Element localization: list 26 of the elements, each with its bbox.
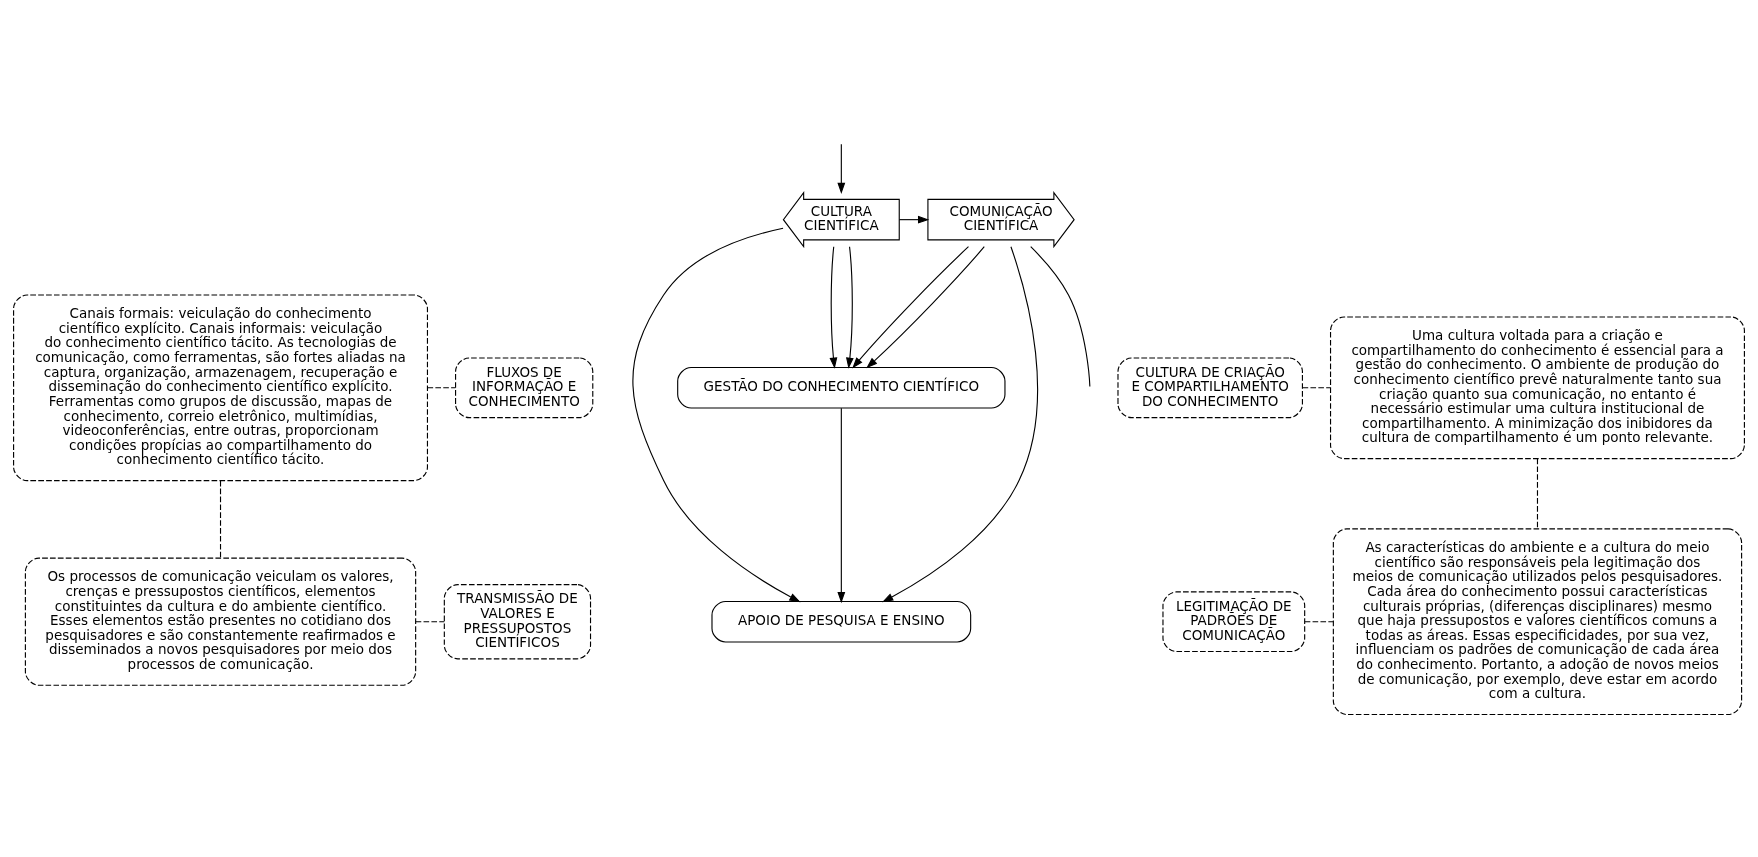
connector (1302, 386, 1331, 388)
node-box: APOIO DE PESQUISA E ENSINO (711, 600, 972, 642)
node-box: Os processos de comunicação veiculam os valores, crenças e pressupostos científicos, elementos constituintes da cultura e do ambiente científico. Esses elementos estão presentes no cotidiano dos pesquisadores e são constantemente reafirmados e disseminados a novos pesquisadores por meio dos processos de comunicação. (24, 557, 417, 686)
node-box: TRANSMISSÃO DE VALORES E PRESSUPOSTOS CIENTÍFICOS (443, 583, 592, 659)
arrow (866, 245, 985, 368)
node-box: GESTÃO DO CONHECIMENTO CIENTÍFICO (677, 366, 1006, 409)
node-box: As características do ambiente e a cultura do meio científico são responsáveis pela legitimação dos meios de comunicação utilizados pelos pesquisadores. Cada área do conhecimento possui características culturais próprias, (diferenças disciplinares) mesmo que haja pressupostos e valores científicos comuns a todas as áreas. Essas especificidades, por sua vez, influenciam os padrões de comunicação de cada área do conhecimento. Portanto, a adoção de novos meios de comunicação, por exemplo, deve estar em acordo com a cultura. (1332, 527, 1743, 715)
connector (426, 386, 456, 388)
node-box: LEGITIMAÇÃO DE PADRÕES DE COMUNICAÇÃO (1162, 590, 1306, 652)
arrow (829, 245, 838, 369)
node-box: Canais formais: veiculação do conhecimento científico explícito. Canais informais: veiculação do conhecimento científico tácito. As tecnologias de comunicação, como ferramentas, são fortes aliadas na captura, organização, armazenagem, recuperação e disseminação do conhecimento científico explícito. Ferramentas como grupos de discussão, mapas de conhecimento, correio eletrônico, multimídias, videoconferências, entre outras, proporcionam condições propícias ao compartilhamento do conhecimento científico tácito. (13, 293, 428, 481)
arrow (837, 407, 846, 603)
arrow (837, 143, 846, 194)
arrow (846, 245, 854, 369)
node-box: CULTURA DE CRIAÇÃO E COMPARTILHAMENTO DO CONHECIMENTO (1117, 356, 1303, 418)
node-box: Uma cultura voltada para a criação e compartilhamento do conhecimento é essencial para a gestão do conhecimento. O ambiente de produção do conhecimento científico prevê naturalmente tanto sua criação quanto sua comunicação, no entanto é necessário estimular uma cultura institucional de compartilhamento. A minimização dos inibidores da cultura de compartilhamento é um ponto relevante. (1330, 315, 1745, 459)
connector (415, 620, 445, 622)
arrow (898, 215, 930, 224)
arrow (632, 227, 801, 602)
connector (219, 479, 222, 559)
node-box: FLUXOS DE INFORMAÇÃO E CONHECIMENTO (455, 356, 594, 418)
connector (1304, 620, 1334, 622)
connector (1536, 457, 1539, 529)
arrow (882, 245, 1039, 602)
connector (1030, 245, 1091, 387)
arrow (852, 245, 970, 368)
